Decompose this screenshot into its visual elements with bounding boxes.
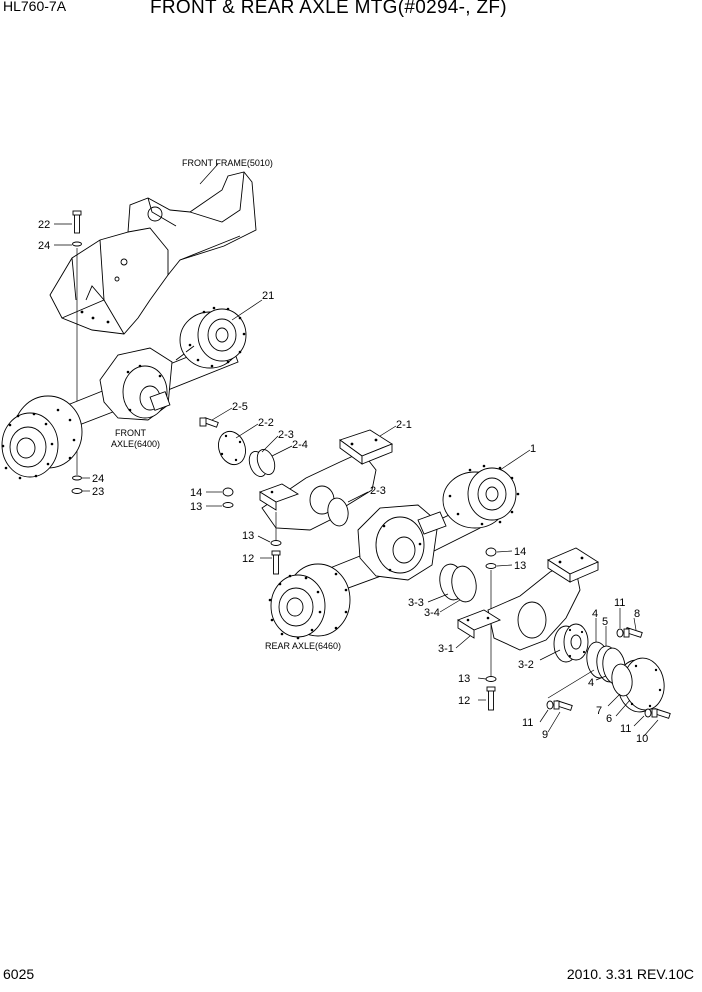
caption-front-frame: FRONT FRAME(5010) [182, 158, 273, 168]
bolt-8 [616, 627, 643, 638]
washer-13-d [485, 676, 497, 682]
callout-3-4: 3-4 [424, 607, 440, 619]
front-axle-left-hub [1, 395, 83, 480]
callout-10: 10 [636, 733, 648, 745]
callout-22: 22 [38, 219, 50, 231]
rear-axle-differential [357, 504, 447, 581]
callout-labels: 22 24 21 2-5 2-2 2-3 2-4 2-1 1 24 23 14 … [38, 219, 648, 745]
rear-axle-right-hub [442, 464, 520, 529]
callout-11-b: 11 [522, 717, 533, 729]
callout-8: 8 [634, 608, 640, 620]
callout-14-b: 14 [514, 546, 526, 558]
callout-3-2: 3-2 [518, 659, 534, 671]
bushing-3-2 [553, 623, 589, 663]
front-axle-differential [99, 347, 173, 421]
washer-24-bottom [72, 475, 82, 481]
callout-11-c: 11 [620, 723, 631, 735]
bolt-10 [644, 708, 671, 719]
rear-axle-front-support-2-1 [258, 429, 393, 531]
callout-23: 23 [92, 486, 104, 498]
page-title: FRONT & REAR AXLE MTG(#0294-, ZF) [150, 0, 507, 18]
washer-13-b [270, 540, 282, 546]
cover-2-2 [218, 430, 246, 466]
callout-24: 24 [38, 240, 50, 252]
callout-2-5: 2-5 [232, 401, 248, 413]
callout-11: 11 [614, 597, 625, 609]
callout-21: 21 [262, 290, 274, 302]
callout-2-1: 2-1 [396, 419, 412, 431]
callout-5: 5 [602, 616, 608, 628]
nut-23 [71, 488, 83, 494]
callout-4-b: 4 [588, 677, 594, 689]
nut-14 [222, 487, 234, 497]
rear-axle-left-hub [268, 563, 351, 640]
model-code: HL760-7A [3, 0, 67, 14]
shim-6 [611, 663, 633, 697]
bolt-9 [546, 700, 573, 711]
callout-24-b: 24 [92, 473, 104, 485]
bushing-2-3-rear [327, 497, 349, 527]
callout-12: 12 [242, 553, 254, 565]
callout-3-3: 3-3 [408, 597, 424, 609]
callout-13-d: 13 [458, 673, 470, 685]
washer-24-top [72, 241, 82, 247]
callout-7: 7 [596, 705, 602, 717]
bolt-2-5 [199, 417, 219, 428]
callout-2-4: 2-4 [292, 439, 308, 451]
rear-axle [268, 464, 520, 640]
callout-2-3-b: 2-3 [370, 485, 386, 497]
bolt-12-a [271, 550, 281, 575]
front-bolt-22 [72, 210, 82, 234]
revision-date: 2010. 3.31 REV.10C [566, 966, 694, 982]
washer-13 [222, 502, 234, 508]
callout-2-2: 2-2 [258, 417, 274, 429]
callout-14: 14 [190, 487, 202, 499]
callout-3-1: 3-1 [438, 643, 454, 655]
nut-14-b [485, 547, 497, 557]
callout-12-b: 12 [458, 695, 470, 707]
leader-lines [54, 163, 659, 737]
callout-6: 6 [606, 713, 612, 725]
front-frame [49, 171, 257, 335]
callout-13-c: 13 [514, 560, 526, 572]
callout-9: 9 [542, 729, 548, 741]
callout-13: 13 [190, 501, 202, 513]
washer-13-c [485, 563, 497, 569]
page-number: 6025 [3, 966, 35, 982]
caption-rear-axle: REAR AXLE(6460) [265, 641, 341, 651]
bushing-3-4 [451, 565, 477, 603]
callout-2-3: 2-3 [278, 429, 294, 441]
rear-axle-rear-support-3-1 [456, 547, 599, 651]
front-axle [1, 306, 247, 480]
caption-front-axle-line2: AXLE(6400) [111, 439, 160, 449]
callout-1: 1 [530, 443, 536, 455]
front-axle-right-hub [179, 306, 247, 369]
bolt-12-b [486, 686, 496, 711]
callout-13-b: 13 [242, 530, 254, 542]
caption-front-axle-line1: FRONT [115, 428, 146, 438]
callout-4: 4 [592, 608, 598, 620]
bushing-2-3 [248, 449, 276, 477]
